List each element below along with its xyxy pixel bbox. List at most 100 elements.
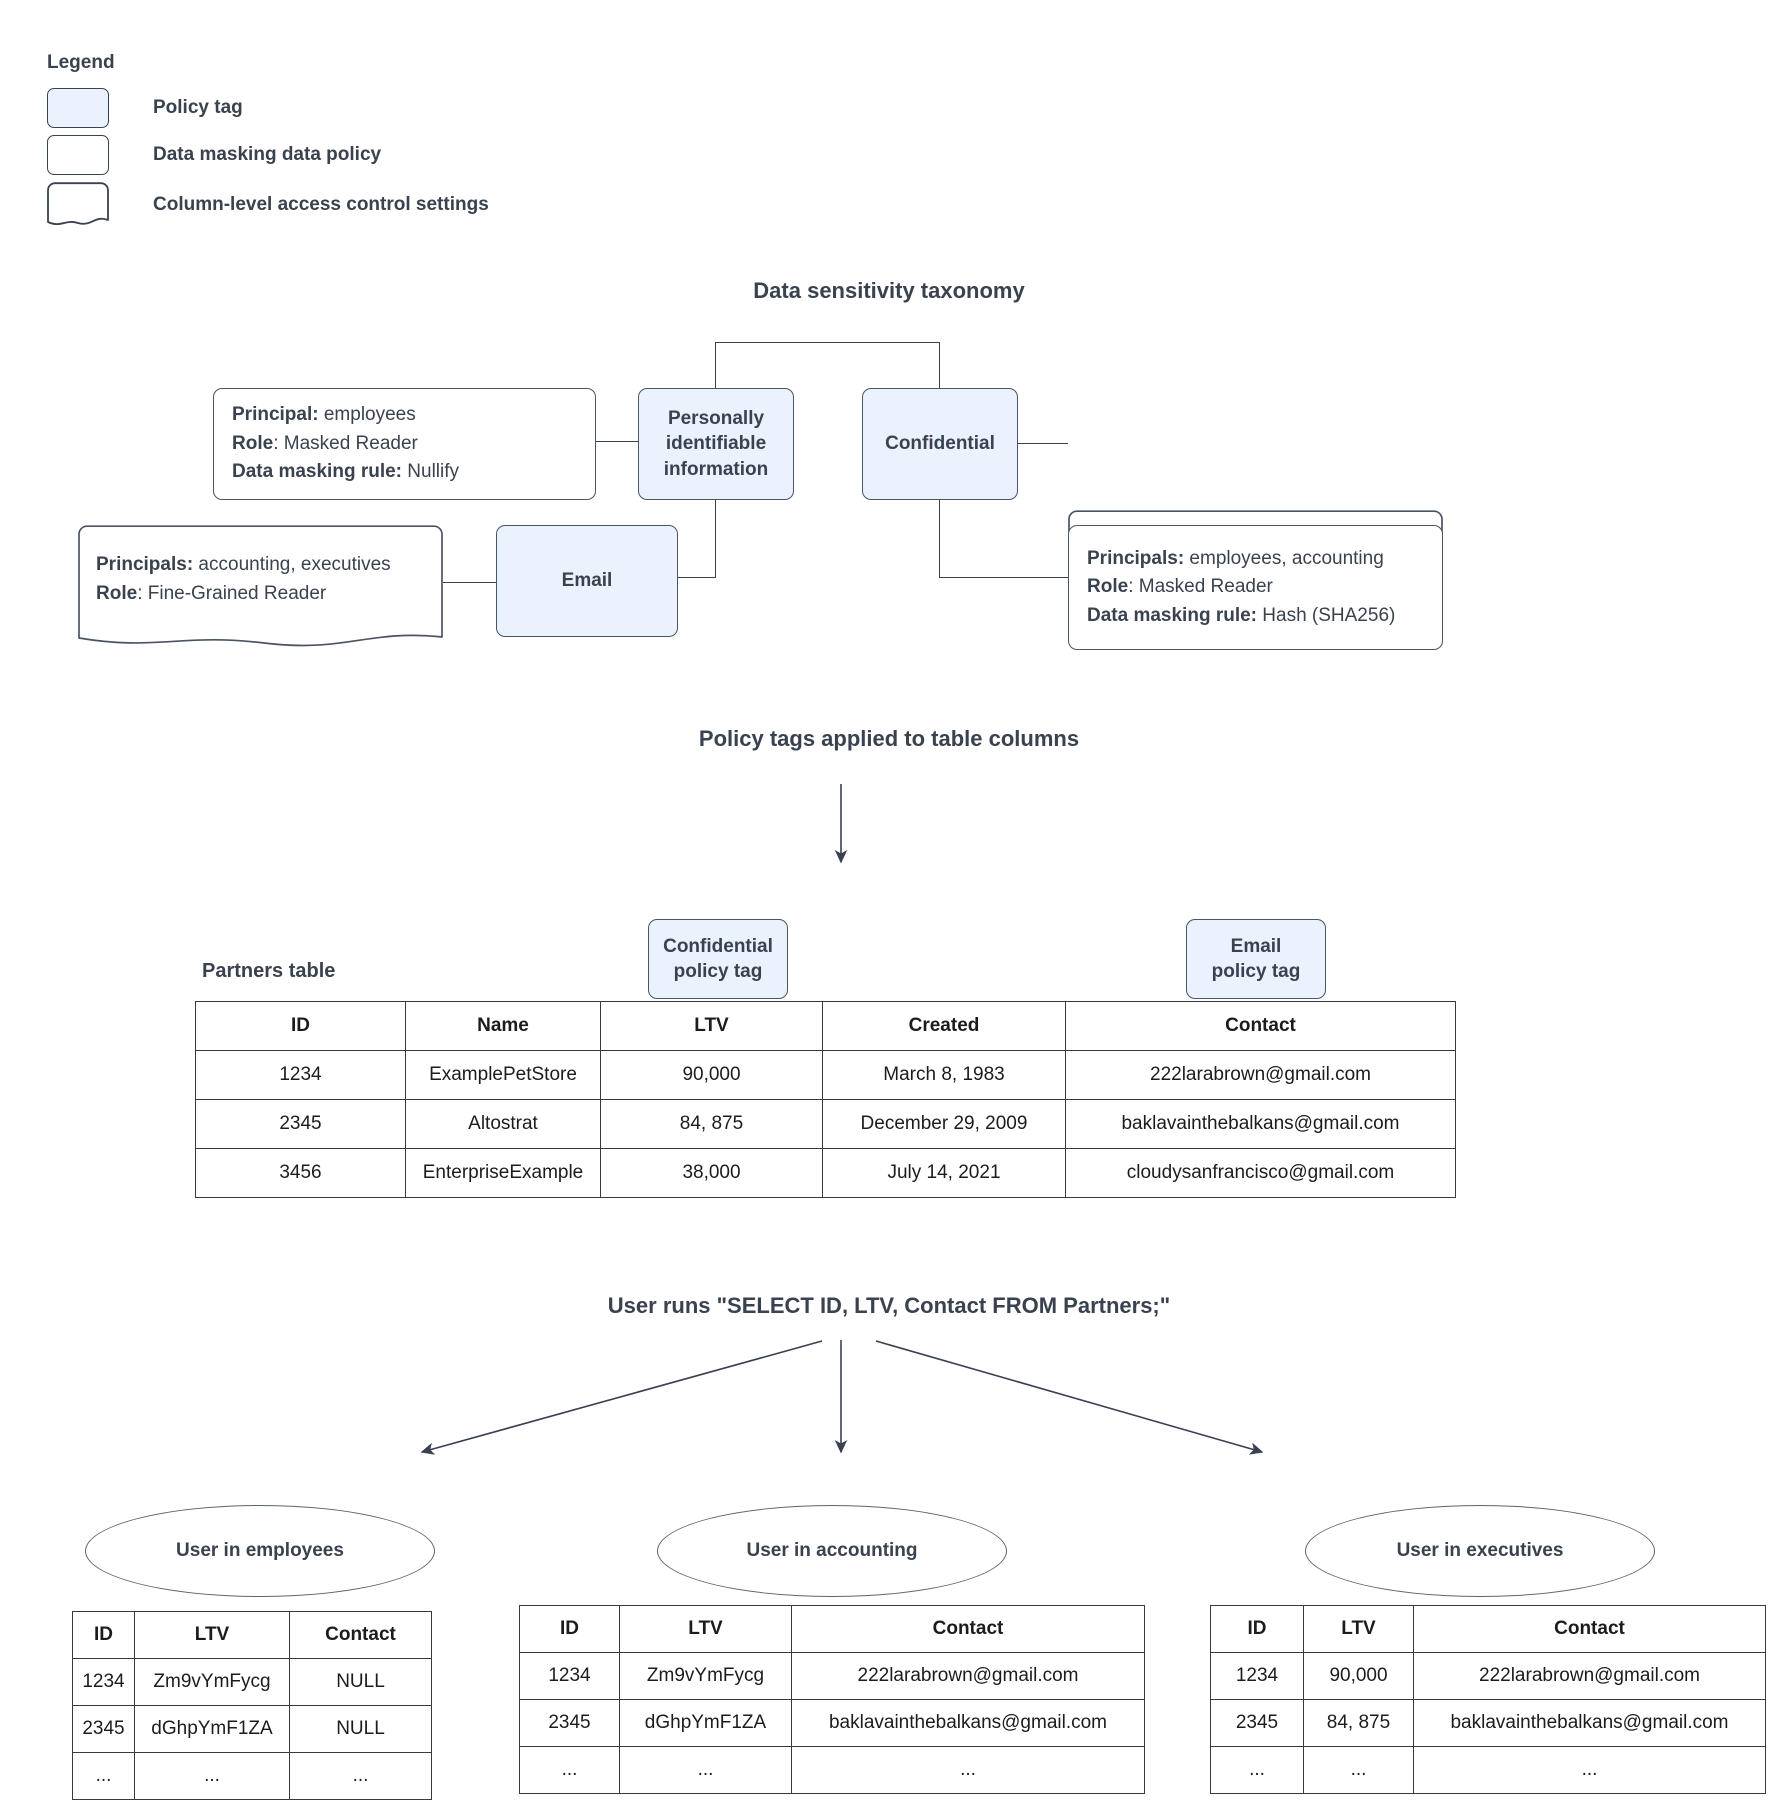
result-table-executives: ID LTV Contact 1234 90,000 222larabrown@…	[1210, 1605, 1766, 1794]
table-row: 2345 Altostrat 84, 875 December 29, 2009…	[195, 1099, 1456, 1149]
taxonomy-node-label: Email	[561, 570, 613, 592]
cell-created: December 29, 2009	[822, 1099, 1066, 1149]
partners-table-wrapper: ID Name LTV Created Contact 1234 Example…	[195, 1001, 1456, 1198]
policy-box-email-access[interactable]: Principals: accounting, executives Role:…	[78, 525, 443, 650]
cell-contact: 222larabrown@gmail.com	[1065, 1050, 1456, 1100]
cell-id: 3456	[195, 1148, 406, 1198]
cell-name: EnterpriseExample	[405, 1148, 601, 1198]
table-row: ... ... ...	[519, 1746, 1145, 1794]
policy-line-principal: Principal: employees	[232, 401, 595, 430]
table-header-row: ID LTV Contact	[1210, 1605, 1766, 1653]
legend-item-policy-tag: Policy tag	[47, 88, 489, 128]
data-masking-swatch-icon	[47, 135, 109, 175]
result-table-employees: ID LTV Contact 1234 Zm9vYmFycg NULL 2345…	[72, 1611, 432, 1800]
cell-id: 1234	[519, 1652, 620, 1700]
taxonomy-node-label: Confidential	[885, 433, 995, 455]
cell-contact: NULL	[289, 1705, 432, 1753]
column-header-id: ID	[519, 1605, 620, 1653]
taxonomy-node-email[interactable]: Email	[496, 525, 678, 637]
cell-id: 2345	[519, 1699, 620, 1747]
policy-line-rule: Data masking rule: Hash (SHA256)	[1087, 602, 1442, 631]
column-header-ltv: LTV	[134, 1611, 290, 1659]
column-tag-line-1: Email	[1230, 935, 1282, 957]
column-header-ltv: LTV	[619, 1605, 792, 1653]
taxonomy-node-confidential[interactable]: Confidential	[862, 388, 1018, 500]
table-row: 2345 84, 875 baklavainthebalkans@gmail.c…	[1210, 1699, 1766, 1747]
persona-employees[interactable]: User in employees	[85, 1505, 435, 1597]
taxonomy-node-pii[interactable]: Personally identifiable information	[638, 388, 794, 500]
cell-id: ...	[519, 1746, 620, 1794]
cell-contact: ...	[1413, 1746, 1766, 1794]
policy-value: employees	[318, 404, 416, 426]
cell-contact: baklavainthebalkans@gmail.com	[1065, 1099, 1456, 1149]
cell-id: 2345	[195, 1099, 406, 1149]
cell-contact: cloudysanfrancisco@gmail.com	[1065, 1148, 1456, 1198]
column-access-swatch-icon	[47, 182, 109, 228]
column-tag-confidential[interactable]: Confidential policy tag	[648, 919, 788, 999]
cell-contact: baklavainthebalkans@gmail.com	[791, 1699, 1145, 1747]
column-header-contact: Contact	[289, 1611, 432, 1659]
cell-ltv: ...	[619, 1746, 792, 1794]
persona-executives[interactable]: User in executives	[1305, 1505, 1655, 1597]
legend-item-data-masking: Data masking data policy	[47, 135, 489, 175]
cell-contact: NULL	[289, 1658, 432, 1706]
query-title: User runs "SELECT ID, LTV, Contact FROM …	[607, 1293, 1171, 1318]
cell-ltv: dGhpYmF1ZA	[134, 1705, 290, 1753]
cell-id: ...	[72, 1752, 135, 1800]
table-row: ... ... ...	[1210, 1746, 1766, 1794]
connector-confidential-to-masking	[939, 577, 1069, 579]
connector-pii-down	[715, 500, 717, 578]
cell-id: 2345	[1210, 1699, 1304, 1747]
column-header-contact: Contact	[1413, 1605, 1766, 1653]
column-tag-line-2: policy tag	[673, 961, 763, 982]
cell-ltv: ...	[1303, 1746, 1414, 1794]
result-table-employees-wrapper: ID LTV Contact 1234 Zm9vYmFycg NULL 2345…	[72, 1611, 432, 1800]
table-header-row: ID LTV Contact	[519, 1605, 1145, 1653]
policy-key: Principal:	[232, 404, 319, 426]
legend-item-label: Column-level access control settings	[153, 194, 489, 215]
connector-masking-to-pii	[596, 441, 638, 443]
partners-table: ID Name LTV Created Contact 1234 Example…	[195, 1001, 1456, 1198]
cell-id: 1234	[72, 1658, 135, 1706]
column-header-created: Created	[822, 1001, 1066, 1051]
persona-label: User in employees	[176, 1540, 344, 1561]
policy-value: : Masked Reader	[273, 432, 418, 454]
policy-value: Hash (SHA256)	[1257, 604, 1396, 626]
policy-value: Nullify	[402, 461, 460, 483]
policy-key: Data masking rule:	[1087, 604, 1257, 626]
table-header-row: ID Name LTV Created Contact	[195, 1001, 1456, 1051]
cell-ltv: 90,000	[1303, 1652, 1414, 1700]
cell-ltv: 90,000	[600, 1050, 823, 1100]
policy-key: Role	[1087, 576, 1129, 598]
column-header-contact: Contact	[1065, 1001, 1456, 1051]
table-row: 3456 EnterpriseExample 38,000 July 14, 2…	[195, 1148, 1456, 1198]
cell-id: 1234	[1210, 1652, 1304, 1700]
connector-bus-top	[715, 342, 940, 344]
policy-box-confidential-masking[interactable]: Principals: employees, accounting Role: …	[1068, 525, 1443, 650]
cell-contact: 222larabrown@gmail.com	[791, 1652, 1145, 1700]
legend-title: Legend	[47, 52, 115, 73]
cell-ltv: 38,000	[600, 1148, 823, 1198]
policy-line-principals: Principals: employees, accounting	[1087, 545, 1442, 574]
cell-ltv: 84, 875	[1303, 1699, 1414, 1747]
cell-created: July 14, 2021	[822, 1148, 1066, 1198]
cell-ltv: Zm9vYmFycg	[619, 1652, 792, 1700]
cell-id: 1234	[195, 1050, 406, 1100]
policy-value: : Masked Reader	[1128, 576, 1273, 598]
column-tag-email[interactable]: Email policy tag	[1186, 919, 1326, 999]
result-table-accounting-wrapper: ID LTV Contact 1234 Zm9vYmFycg 222larabr…	[519, 1605, 1145, 1794]
cell-ltv: Zm9vYmFycg	[134, 1658, 290, 1706]
column-header-id: ID	[1210, 1605, 1304, 1653]
table-header-row: ID LTV Contact	[72, 1611, 432, 1659]
taxonomy-title: Data sensitivity taxonomy	[753, 278, 1025, 303]
cell-ltv: dGhpYmF1ZA	[619, 1699, 792, 1747]
cell-id: 2345	[72, 1705, 135, 1753]
cell-created: March 8, 1983	[822, 1050, 1066, 1100]
connector-confidential-to-access	[1018, 443, 1068, 445]
legend-item-column-access: Column-level access control settings	[47, 182, 489, 228]
policy-box-pii-masking[interactable]: Principal: employees Role: Masked Reader…	[213, 388, 596, 500]
column-tag-line-1: Confidential	[663, 935, 773, 957]
persona-accounting[interactable]: User in accounting	[657, 1505, 1007, 1597]
column-header-name: Name	[405, 1001, 601, 1051]
persona-label: User in accounting	[746, 1540, 918, 1561]
